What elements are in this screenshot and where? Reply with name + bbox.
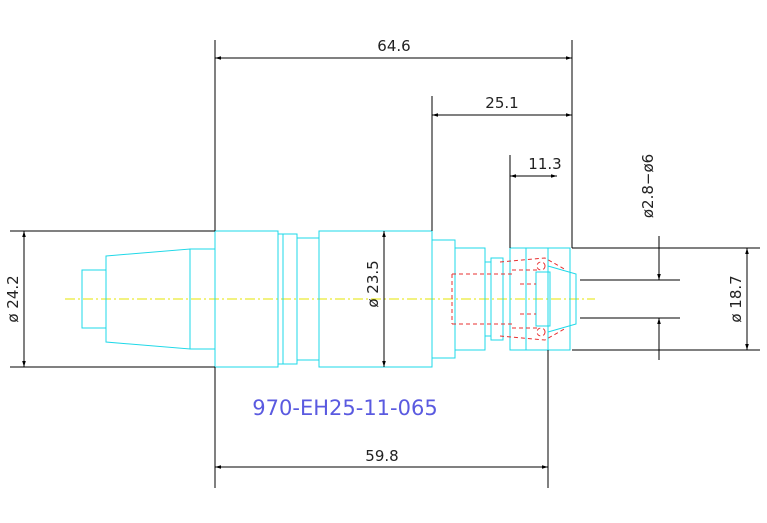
dim-gauge-length: 59.8 <box>365 447 398 465</box>
dim-collet-range: ø2.8−ø6 <box>639 154 657 218</box>
dim-collet-length: 11.3 <box>528 155 561 173</box>
part-number-label: 970-EH25-11-065 <box>252 396 437 420</box>
dim-overall-length: 64.6 <box>377 37 410 55</box>
dimension-lines <box>10 40 760 488</box>
tool-outline <box>81 230 577 368</box>
dim-nut-diameter: ø 18.7 <box>727 275 745 322</box>
dim-body-diameter: ø 23.5 <box>364 260 382 307</box>
dim-nut-to-end: 25.1 <box>485 94 518 112</box>
dim-shank-diameter: ø 24.2 <box>4 275 22 322</box>
hidden-lines <box>451 257 567 341</box>
